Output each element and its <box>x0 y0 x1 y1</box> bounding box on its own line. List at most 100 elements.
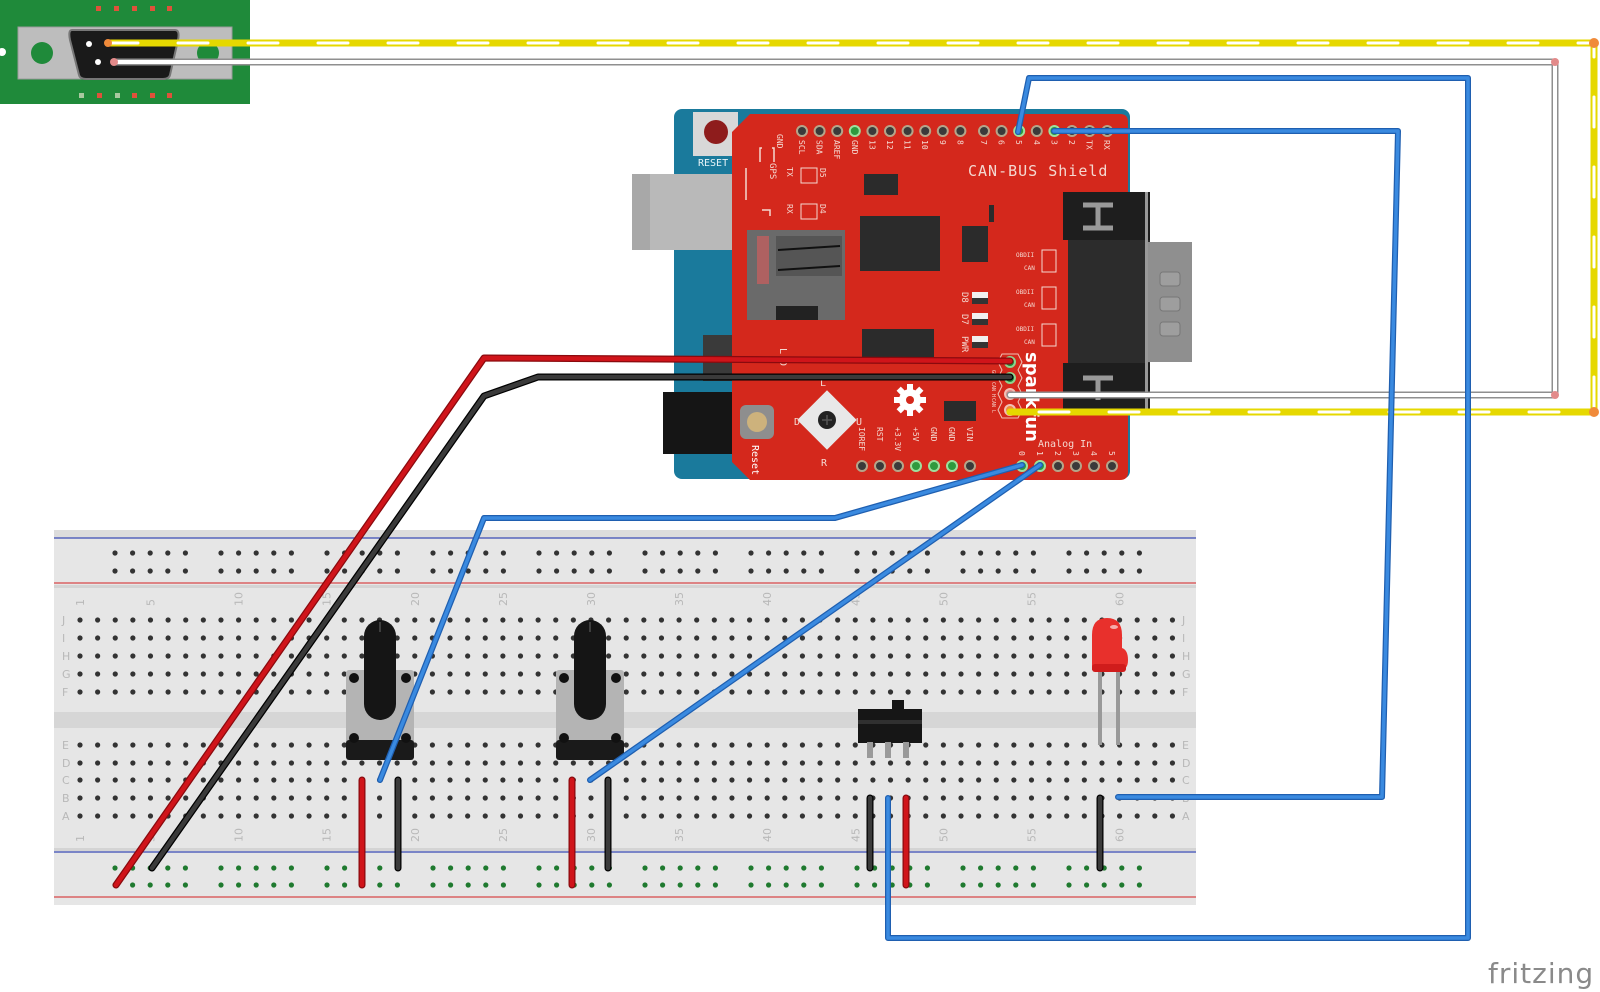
rail-hole <box>889 550 895 556</box>
power-pin[interactable] <box>946 460 958 472</box>
hole <box>782 742 788 748</box>
obd-can-jumper-3[interactable]: OBDII CAN <box>1016 323 1057 347</box>
hole <box>746 653 753 659</box>
hole <box>1169 653 1176 659</box>
power-pin[interactable] <box>892 460 904 472</box>
header-pin-aref[interactable] <box>831 125 844 137</box>
hole <box>1028 813 1035 819</box>
rail-hole <box>342 568 348 574</box>
hole <box>341 617 347 623</box>
wire-d3-blue[interactable] <box>1051 128 1401 800</box>
header-pin-scl[interactable] <box>796 125 808 137</box>
hole <box>852 795 858 801</box>
hole <box>183 742 189 748</box>
pot-knob[interactable] <box>364 620 396 720</box>
header-pin-6[interactable] <box>995 125 1008 137</box>
arduino-reset-button[interactable] <box>704 120 728 144</box>
hole <box>782 671 788 677</box>
rail-hole <box>854 568 860 574</box>
analog-pin-a5[interactable] <box>1106 460 1118 472</box>
hole <box>852 760 858 766</box>
hole <box>535 617 541 623</box>
rail-hole <box>271 865 277 871</box>
db9-module[interactable] <box>0 0 250 104</box>
hole <box>412 813 418 819</box>
rail-hole <box>712 568 719 574</box>
potentiometer-2[interactable] <box>556 620 624 760</box>
header-pin-4[interactable] <box>1030 125 1043 137</box>
joystick[interactable] <box>797 390 857 450</box>
hole <box>517 795 524 801</box>
hole <box>958 777 964 783</box>
hole <box>782 653 788 659</box>
rail-hole <box>660 550 666 556</box>
row-label: J <box>1181 614 1185 627</box>
hole <box>799 617 806 623</box>
switch-actuator[interactable] <box>892 700 904 712</box>
header-pin-11[interactable] <box>901 125 914 137</box>
header-pin-9[interactable] <box>936 125 949 137</box>
header-pin-7[interactable] <box>978 125 990 137</box>
obd-can-jumper-2[interactable]: OBDII CAN <box>1016 286 1057 310</box>
hole <box>482 635 488 641</box>
slide-switch[interactable] <box>858 700 922 758</box>
rail-hole <box>677 882 683 888</box>
rail-hole <box>748 865 754 871</box>
hole <box>288 813 295 819</box>
jumper-label-bottom: CAN <box>1024 339 1035 346</box>
hole <box>694 635 700 641</box>
potentiometer-1[interactable] <box>346 620 414 760</box>
header-pin-10[interactable] <box>919 125 932 137</box>
hole <box>676 777 682 783</box>
power-pin[interactable] <box>874 460 886 472</box>
hole <box>1028 742 1035 748</box>
hole <box>729 671 735 677</box>
hole <box>711 777 717 783</box>
analog-pin-a4[interactable] <box>1088 460 1100 472</box>
header-pin-label: RX <box>1102 140 1111 150</box>
hole <box>1169 777 1176 783</box>
hole <box>993 760 999 766</box>
wire-a1-blue[interactable] <box>587 462 1043 783</box>
red-led[interactable] <box>1092 618 1128 745</box>
jumper-label-bottom: CAN <box>1024 302 1035 309</box>
power-pin[interactable] <box>910 460 922 472</box>
header-pin-label: 2 <box>1067 140 1076 145</box>
wire-d5-blue[interactable] <box>885 75 1471 941</box>
header-pin-gnd[interactable] <box>848 125 861 137</box>
header-pin-12[interactable] <box>884 125 896 137</box>
hole <box>235 813 242 819</box>
hole <box>764 617 770 623</box>
wire-a0-blue[interactable] <box>377 462 1025 783</box>
rail-hole <box>872 882 878 888</box>
power-pin[interactable] <box>928 460 940 472</box>
pot-knob[interactable] <box>574 620 606 720</box>
obd-can-jumper-1[interactable]: OBDII CAN <box>1016 249 1057 273</box>
hole <box>147 635 154 641</box>
shield-reset-button[interactable] <box>740 405 774 439</box>
header-pin-13[interactable] <box>866 125 879 137</box>
wire-gnd-black[interactable] <box>148 373 1014 872</box>
rail-hole <box>1030 550 1036 556</box>
switch-legs <box>867 742 909 758</box>
analog-pin-a2[interactable] <box>1052 460 1064 472</box>
hole <box>429 617 435 623</box>
rail-hole <box>147 882 153 888</box>
header-pin-sda[interactable] <box>813 125 826 137</box>
header-pin-8[interactable] <box>954 125 967 137</box>
wire-5v-red[interactable] <box>112 354 1014 889</box>
hole <box>77 777 83 783</box>
hole <box>817 777 823 783</box>
hole <box>623 777 629 783</box>
hole <box>1169 617 1176 623</box>
wire-can-h-white[interactable] <box>110 58 1559 399</box>
hole <box>694 617 700 623</box>
hole <box>799 689 806 695</box>
hole <box>482 671 488 677</box>
analog-pin-a3[interactable] <box>1070 460 1082 472</box>
power-pin[interactable] <box>964 460 976 472</box>
wire-can-l-yellow[interactable] <box>104 38 1599 417</box>
power-pin[interactable] <box>856 460 868 472</box>
